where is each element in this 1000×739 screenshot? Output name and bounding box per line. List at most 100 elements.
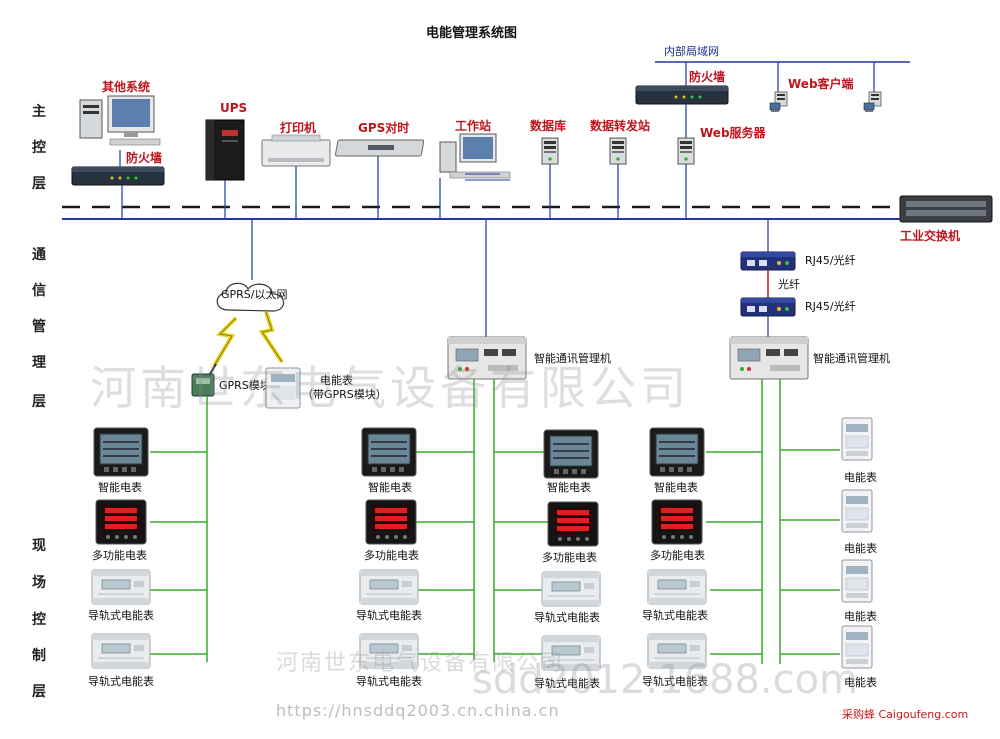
data-forward-server-icon: [609, 137, 627, 165]
energy-meter-r2-3: [841, 559, 873, 603]
rail-meter-left-1-label: 导轨式电能表: [88, 608, 154, 622]
rj45-bottom-label: RJ45/光纤: [805, 299, 856, 313]
layer-label-main: 主 控 层: [32, 103, 46, 192]
database-server-icon: [541, 137, 559, 165]
watermark-credit: 采购蜂 Caigoufeng.com: [842, 707, 968, 721]
workstation-icon: [439, 133, 511, 179]
energy-meter-r2-1: [841, 417, 873, 461]
smart-meter-c1-label: 智能电表: [368, 480, 412, 494]
rail-meter-c1-2-label: 导轨式电能表: [356, 674, 422, 688]
svg-text:控: 控: [32, 611, 46, 628]
rail-meter-c1-1: [359, 569, 419, 605]
rail-meter-r1-1: [647, 569, 707, 605]
svg-text:通: 通: [32, 247, 46, 263]
industrial-switch-icon: [899, 195, 993, 223]
diagram-title: 电能管理系统图: [426, 25, 517, 41]
rail-meter-left-2-label: 导轨式电能表: [88, 674, 154, 688]
smart-meter-c2-label: 智能电表: [547, 480, 591, 494]
smart-meter-r1-label: 智能电表: [654, 480, 698, 494]
svg-text:管: 管: [32, 318, 46, 335]
printer-icon: [261, 134, 331, 167]
rail-meter-r1-2-label: 导轨式电能表: [642, 674, 708, 688]
gps-label: GPS对时: [358, 120, 409, 135]
gprs-module-label: GPRS模块: [219, 379, 271, 392]
other-systems-label: 其他系统: [102, 79, 150, 94]
gprs-cloud-icon: [216, 282, 285, 312]
field-wiring: [150, 379, 840, 664]
gprs-meter-label-2: （带GPRS模块）: [302, 388, 387, 401]
gprs-meter-label-1: 电能表: [320, 373, 353, 387]
web-client-2-icon: [863, 91, 882, 113]
svg-text:层: 层: [32, 176, 46, 192]
industrial-switch-label: 工业交换机: [900, 228, 960, 243]
ups-label: UPS: [220, 101, 247, 115]
workstation-label: 工作站: [455, 118, 491, 133]
gprs-cloud-label: GPRS/以太网: [221, 288, 288, 301]
rail-meter-r1-1-label: 导轨式电能表: [642, 608, 708, 622]
smart-meter-c1: [361, 427, 417, 477]
converter-bottom-icon: [740, 297, 796, 317]
lightning-left-icon: [212, 316, 238, 368]
svg-text:控: 控: [32, 139, 46, 156]
svg-text:主: 主: [32, 103, 46, 120]
rail-meter-c2-1-label: 导轨式电能表: [534, 610, 600, 624]
web-client-label: Web客户端: [788, 76, 854, 91]
multi-meter-c2: [547, 501, 599, 547]
rail-meter-left-2: [91, 633, 151, 669]
web-server-icon: [677, 137, 695, 165]
multi-meter-r1-label: 多功能电表: [650, 548, 705, 562]
comm-manager-2-label: 智能通讯管理机: [813, 351, 890, 365]
svg-text:场: 场: [32, 575, 46, 591]
watermark-company-large: 河南世东电气设备有限公司: [90, 361, 690, 415]
firewall-top-icon: [635, 85, 729, 105]
energy-meter-r2-3-label: 电能表: [844, 609, 877, 623]
svg-text:理: 理: [32, 355, 46, 371]
firewall-left-icon: [71, 166, 165, 186]
smart-meter-c2: [543, 429, 599, 479]
converter-top-icon: [740, 251, 796, 271]
layer-label-comm: 通 信 管 理 层: [32, 247, 46, 410]
svg-text:现: 现: [32, 538, 46, 554]
watermark-shop: sdd2012.1688.com: [472, 657, 858, 703]
svg-text:层: 层: [32, 394, 46, 410]
firewall-top-label: 防火墙: [689, 69, 725, 84]
web-server-label: Web服务器: [700, 125, 767, 140]
web-client-icon: [769, 91, 788, 113]
ups-icon: [205, 119, 245, 181]
firewall-left-label: 防火墙: [126, 150, 162, 165]
gps-icon: [334, 139, 425, 157]
lightning-right-icon: [258, 311, 284, 364]
fiber-label: 光纤: [778, 277, 800, 291]
energy-meter-r2-1-label: 电能表: [844, 470, 877, 484]
watermark-company-small: 河南世东电气设备有限公司: [276, 651, 564, 676]
intranet-label: 内部局域网: [664, 44, 719, 58]
database-label: 数据库: [530, 118, 566, 133]
gprs-module-icon: [191, 363, 217, 397]
multi-meter-c1-label: 多功能电表: [364, 548, 419, 562]
energy-meter-r2-2-label: 电能表: [844, 541, 877, 555]
multi-meter-r1: [651, 499, 703, 545]
multi-meter-left: [95, 499, 147, 545]
layer-label-field: 现 场 控 制 层: [32, 538, 46, 700]
multi-meter-c1: [365, 499, 417, 545]
smart-meter-left-label: 智能电表: [98, 480, 142, 494]
multi-meter-left-label: 多功能电表: [92, 548, 147, 562]
energy-meter-r2-4-label: 电能表: [844, 675, 877, 689]
other-systems-computer-icon: [79, 95, 161, 146]
data-forward-label: 数据转发站: [590, 118, 650, 133]
svg-text:制: 制: [32, 647, 46, 664]
energy-meter-r2-2: [841, 489, 873, 533]
rail-meter-c2-1: [541, 571, 601, 607]
rail-meter-c2-2-label: 导轨式电能表: [534, 676, 600, 690]
watermark-url: https://hnsddq2003.cn.china.cn: [276, 701, 560, 720]
svg-text:层: 层: [32, 684, 46, 700]
printer-label: 打印机: [280, 120, 316, 135]
gprs-meter-icon: [265, 367, 301, 409]
multi-meter-c2-label: 多功能电表: [542, 550, 597, 564]
smart-meter-r1: [649, 427, 705, 477]
svg-text:信: 信: [32, 282, 46, 299]
comm-manager-2-icon: [729, 336, 809, 380]
rail-meter-c1-1-label: 导轨式电能表: [356, 608, 422, 622]
comm-manager-1-label: 智能通讯管理机: [534, 351, 611, 365]
